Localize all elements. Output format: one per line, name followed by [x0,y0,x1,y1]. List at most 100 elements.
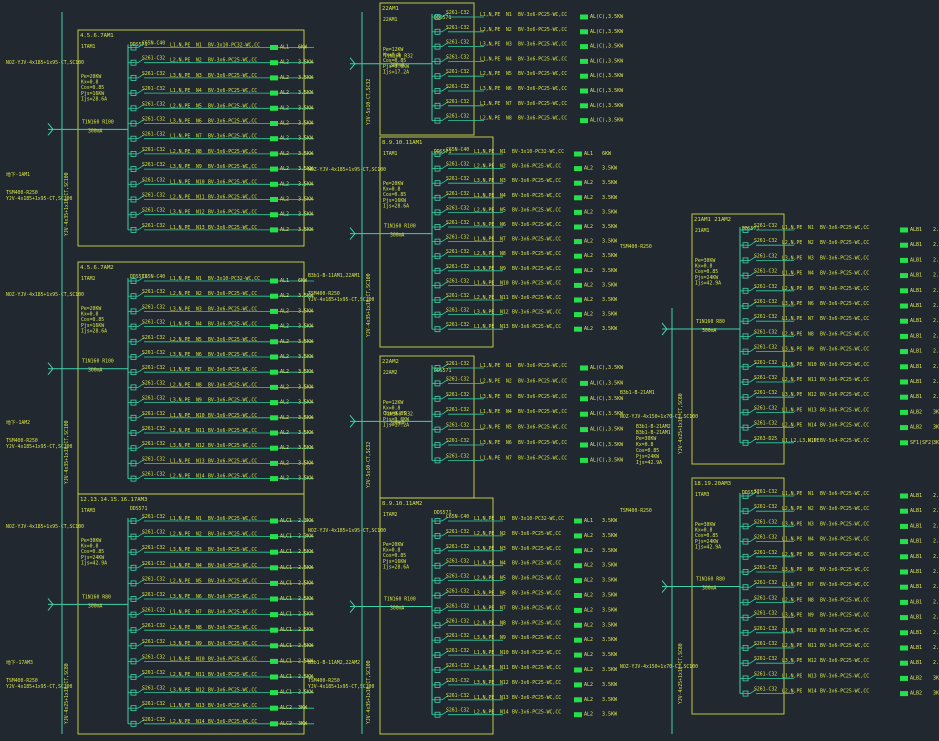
circuit-number: N9 [196,641,202,647]
circuit-number: N7 [506,455,512,461]
phase-label: L2,N,PE [480,27,500,33]
feeder-line [137,367,314,373]
load-power: 3.5KW [602,697,618,703]
main-switch-symbol [349,57,356,71]
cable-spec: BV-3x6-PC25-WC,CC [518,42,567,48]
load-power: 2.5KW [933,394,939,400]
load-terminal [574,195,582,201]
circuit-number: N13 [500,695,509,701]
feeder-line [137,703,314,709]
circuit-number: N6 [196,352,202,358]
main-breaker-label: T1N160 R80 [696,577,725,583]
feeder-line [137,225,314,231]
feeder-line [137,322,314,327]
breaker-model: S261-C32 [142,472,165,478]
load-terminal [580,427,588,433]
spec-line: Pjs=16KW [81,323,104,329]
cable-spec: BV-3x6-PC25-WC,CC [820,491,869,497]
feeder-line [137,149,314,155]
cable-spec: BV-3x6-PC25-WC,CC [208,367,257,373]
load-label: ALC1 [280,580,292,586]
load-label: AL2 [280,90,289,96]
main-switch-symbol [349,600,356,613]
rcd-label: 300mA [88,603,103,609]
panel-title: 8.9.10.11AM1 [382,140,422,146]
load-power: 3KW [933,440,939,446]
breaker-symbol [434,652,441,658]
rcd-label: 300mA [390,233,405,239]
load-terminal [900,645,908,651]
cable-spec: BV-3x6-PC25-WC,CC [208,443,257,449]
breaker-symbol [130,120,137,127]
breaker-model: S261-C32 [754,535,777,541]
load-terminal [900,554,908,560]
feeder-line [441,394,484,400]
cable-spec: BV-3x6-PC25-WC,CC [820,347,869,353]
panel-p2: 4.5.6.7AM2DDS571Pe=20KWKx=0.8Cos=0.85Pjs… [6,261,314,495]
breaker-symbol [434,607,441,614]
load-power: 3.5KW [602,712,618,718]
circuit-number: N1 [500,149,506,155]
cable-spec: BV-3x6-PC25-WC,CC [208,458,257,464]
load-terminal [270,339,278,345]
circuit-number: N11 [196,672,205,678]
breaker-symbol [742,538,749,545]
spec-line: Cos=0.85 [81,85,104,91]
breaker-symbol [742,424,749,431]
circuit-number: N10 [196,656,205,662]
breaker-symbol [130,460,137,467]
panel-p6: 22AM2DDS571Pe=12KWKx=0.8Cos=0.85Pjs=9.6K… [349,355,624,499]
load-terminal [574,151,582,157]
phase-label: L2,N,PE [474,164,494,170]
load-terminal [270,75,278,81]
breaker-symbol [130,642,137,649]
circuit-number: N3 [506,42,512,48]
cable-spec: BV-3x6-PC25-WC,CC [518,425,567,431]
load-power: 2.5KW [933,303,939,309]
main-switch-symbol [47,362,54,376]
load-terminal [574,548,582,554]
feeder-line [441,281,503,286]
breaker-symbol [130,611,137,618]
load-label: ALC1 [280,643,292,649]
breaker-model: S261-C32 [754,611,777,617]
breaker-model: S261-C32 [142,320,165,326]
circuit-number: N6 [506,86,512,92]
circuit-number: N11 [500,665,509,671]
breaker-symbol [742,348,749,355]
load-terminal [574,667,582,673]
cable-spec: BV-3x6-PC25-WC,CC [512,266,561,272]
load-power: 3.5KW [298,75,314,81]
cable-spec: BV-3x6-PC25-WC,CC [518,27,567,33]
breaker-symbol [742,553,749,560]
load-power: 3.5KW [602,607,618,613]
circuit-number: N2 [196,58,202,64]
breaker-model: S261-C32 [446,114,469,120]
circuit-number: N7 [196,367,202,373]
phase-label: L2,N,PE [782,240,802,246]
load-label: AL(C),3.5KW [590,442,624,448]
load-label: AL2 [584,697,593,703]
rcd-label: 300mA [390,63,405,69]
spec-line: Ijs=28.6A [383,564,409,570]
load-power: 2.5KW [933,584,939,590]
breaker-model: S261-C32 [754,314,777,320]
panel-p5: 8.9.10.11AM1DDS571Pe=20KWKx=0.8Cos=0.85P… [308,136,618,348]
load-terminal [574,712,582,718]
phase-label: L1,N,PE [782,362,802,368]
breaker-model: S261-C32 [142,177,165,183]
load-power: 2.5KW [298,565,314,571]
feeder-line [441,149,503,155]
circuit-number: N8 [196,625,202,631]
spec-line: Cos=0.85 [81,317,104,323]
feeder-line [137,563,314,569]
